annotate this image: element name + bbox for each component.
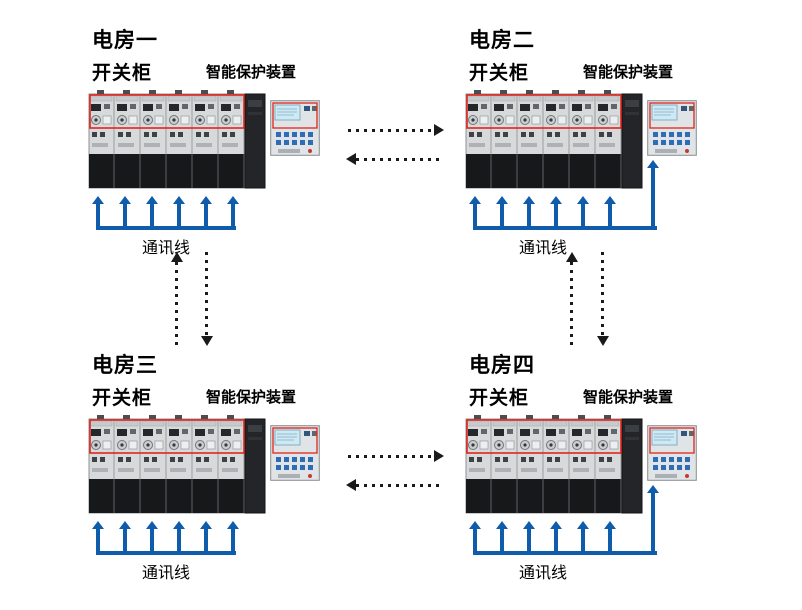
comm-arrow-up: [92, 521, 104, 553]
comm-arrow-up: [119, 521, 131, 553]
protection-device-label: 智能保护装置: [206, 64, 297, 81]
comm-arrow-up: [496, 196, 508, 228]
dotted-link-bottom-back-line: [356, 484, 442, 487]
comm-arrow-up: [577, 196, 589, 228]
comm-bus-line: [473, 551, 657, 555]
comm-bus-line: [473, 226, 657, 230]
room-title: 电房二: [469, 29, 535, 52]
protection-device-image: [647, 100, 697, 156]
dotted-link-top-back-line: [356, 158, 442, 161]
dotted-link-right-down-line: [601, 252, 604, 336]
comm-lines: [469, 485, 659, 555]
comm-arrow-up: [469, 521, 481, 553]
comm-arrow-up: [146, 521, 158, 553]
comm-arrow-up: [200, 521, 212, 553]
comm-arrow-up: [173, 521, 185, 553]
comm-arrow-up: [227, 196, 239, 228]
comm-bus-line: [96, 551, 236, 555]
room-title: 电房三: [92, 354, 158, 377]
protection-device-image: [647, 425, 697, 481]
switchgear-label: 开关柜: [469, 388, 530, 409]
dotted-link-left-up-arrowhead: [171, 252, 183, 262]
comm-line-label: 通讯线: [141, 565, 190, 582]
comm-bus-line: [96, 226, 236, 230]
dotted-link-bottom-forward-line: [348, 455, 434, 458]
switchgear-cabinets-image: [88, 411, 266, 521]
comm-line-label: 通讯线: [141, 240, 190, 257]
comm-arrow-up: [604, 196, 616, 228]
comm-arrow-up: [227, 521, 239, 553]
switchgear-cabinets-image: [465, 411, 643, 521]
dotted-link-right-down-arrowhead: [597, 336, 609, 346]
dotted-link-top-back-arrowhead: [346, 153, 356, 165]
dotted-link-left-down-line: [205, 252, 208, 336]
protection-device-image: [270, 425, 320, 481]
comm-arrow-up: [523, 196, 535, 228]
protection-device-image: [270, 100, 320, 156]
comm-line-label: 通讯线: [518, 240, 567, 257]
comm-arrow-up: [92, 196, 104, 228]
switchgear-label: 开关柜: [92, 63, 153, 84]
room-2: 电房二 开关柜 智能保护装置 通讯线: [377, 0, 752, 325]
switchgear-label: 开关柜: [469, 63, 530, 84]
comm-arrow-up: [577, 521, 589, 553]
dotted-link-bottom-back-arrowhead: [346, 479, 356, 491]
room-3: 电房三 开关柜 智能保护装置 通讯线: [0, 325, 375, 610]
protection-device-label: 智能保护装置: [206, 389, 297, 406]
comm-arrow-up: [173, 196, 185, 228]
comm-arrow-up: [146, 196, 158, 228]
dotted-link-bottom-forward-arrowhead: [434, 450, 444, 462]
room-1: 电房一 开关柜 智能保护装置 通讯线: [0, 0, 375, 325]
protection-device-label: 智能保护装置: [583, 389, 674, 406]
comm-arrow-to-device: [647, 485, 659, 553]
room-4: 电房四 开关柜 智能保护装置 通讯线: [377, 325, 752, 610]
comm-line-label: 通讯线: [518, 565, 567, 582]
protection-device-label: 智能保护装置: [583, 64, 674, 81]
dotted-link-left-down-arrowhead: [201, 336, 213, 346]
comm-lines: [92, 196, 239, 230]
comm-lines: [92, 521, 239, 555]
switchgear-label: 开关柜: [92, 388, 153, 409]
dotted-link-right-up-line: [570, 262, 573, 346]
comm-arrow-up: [523, 521, 535, 553]
comm-arrow-up: [200, 196, 212, 228]
comm-arrow-to-device: [647, 160, 659, 228]
comm-arrow-up: [496, 521, 508, 553]
dotted-link-top-forward-line: [348, 129, 434, 132]
comm-arrow-up: [604, 521, 616, 553]
comm-lines: [469, 160, 659, 230]
comm-arrow-up: [469, 196, 481, 228]
dotted-link-right-up-arrowhead: [566, 252, 578, 262]
comm-arrow-up: [550, 521, 562, 553]
comm-arrow-up: [119, 196, 131, 228]
room-title: 电房一: [92, 29, 158, 52]
comm-arrow-up: [550, 196, 562, 228]
dotted-link-left-up-line: [175, 262, 178, 346]
room-title: 电房四: [469, 354, 535, 377]
dotted-link-top-forward-arrowhead: [434, 124, 444, 136]
switchgear-cabinets-image: [88, 86, 266, 196]
switchgear-cabinets-image: [465, 86, 643, 196]
